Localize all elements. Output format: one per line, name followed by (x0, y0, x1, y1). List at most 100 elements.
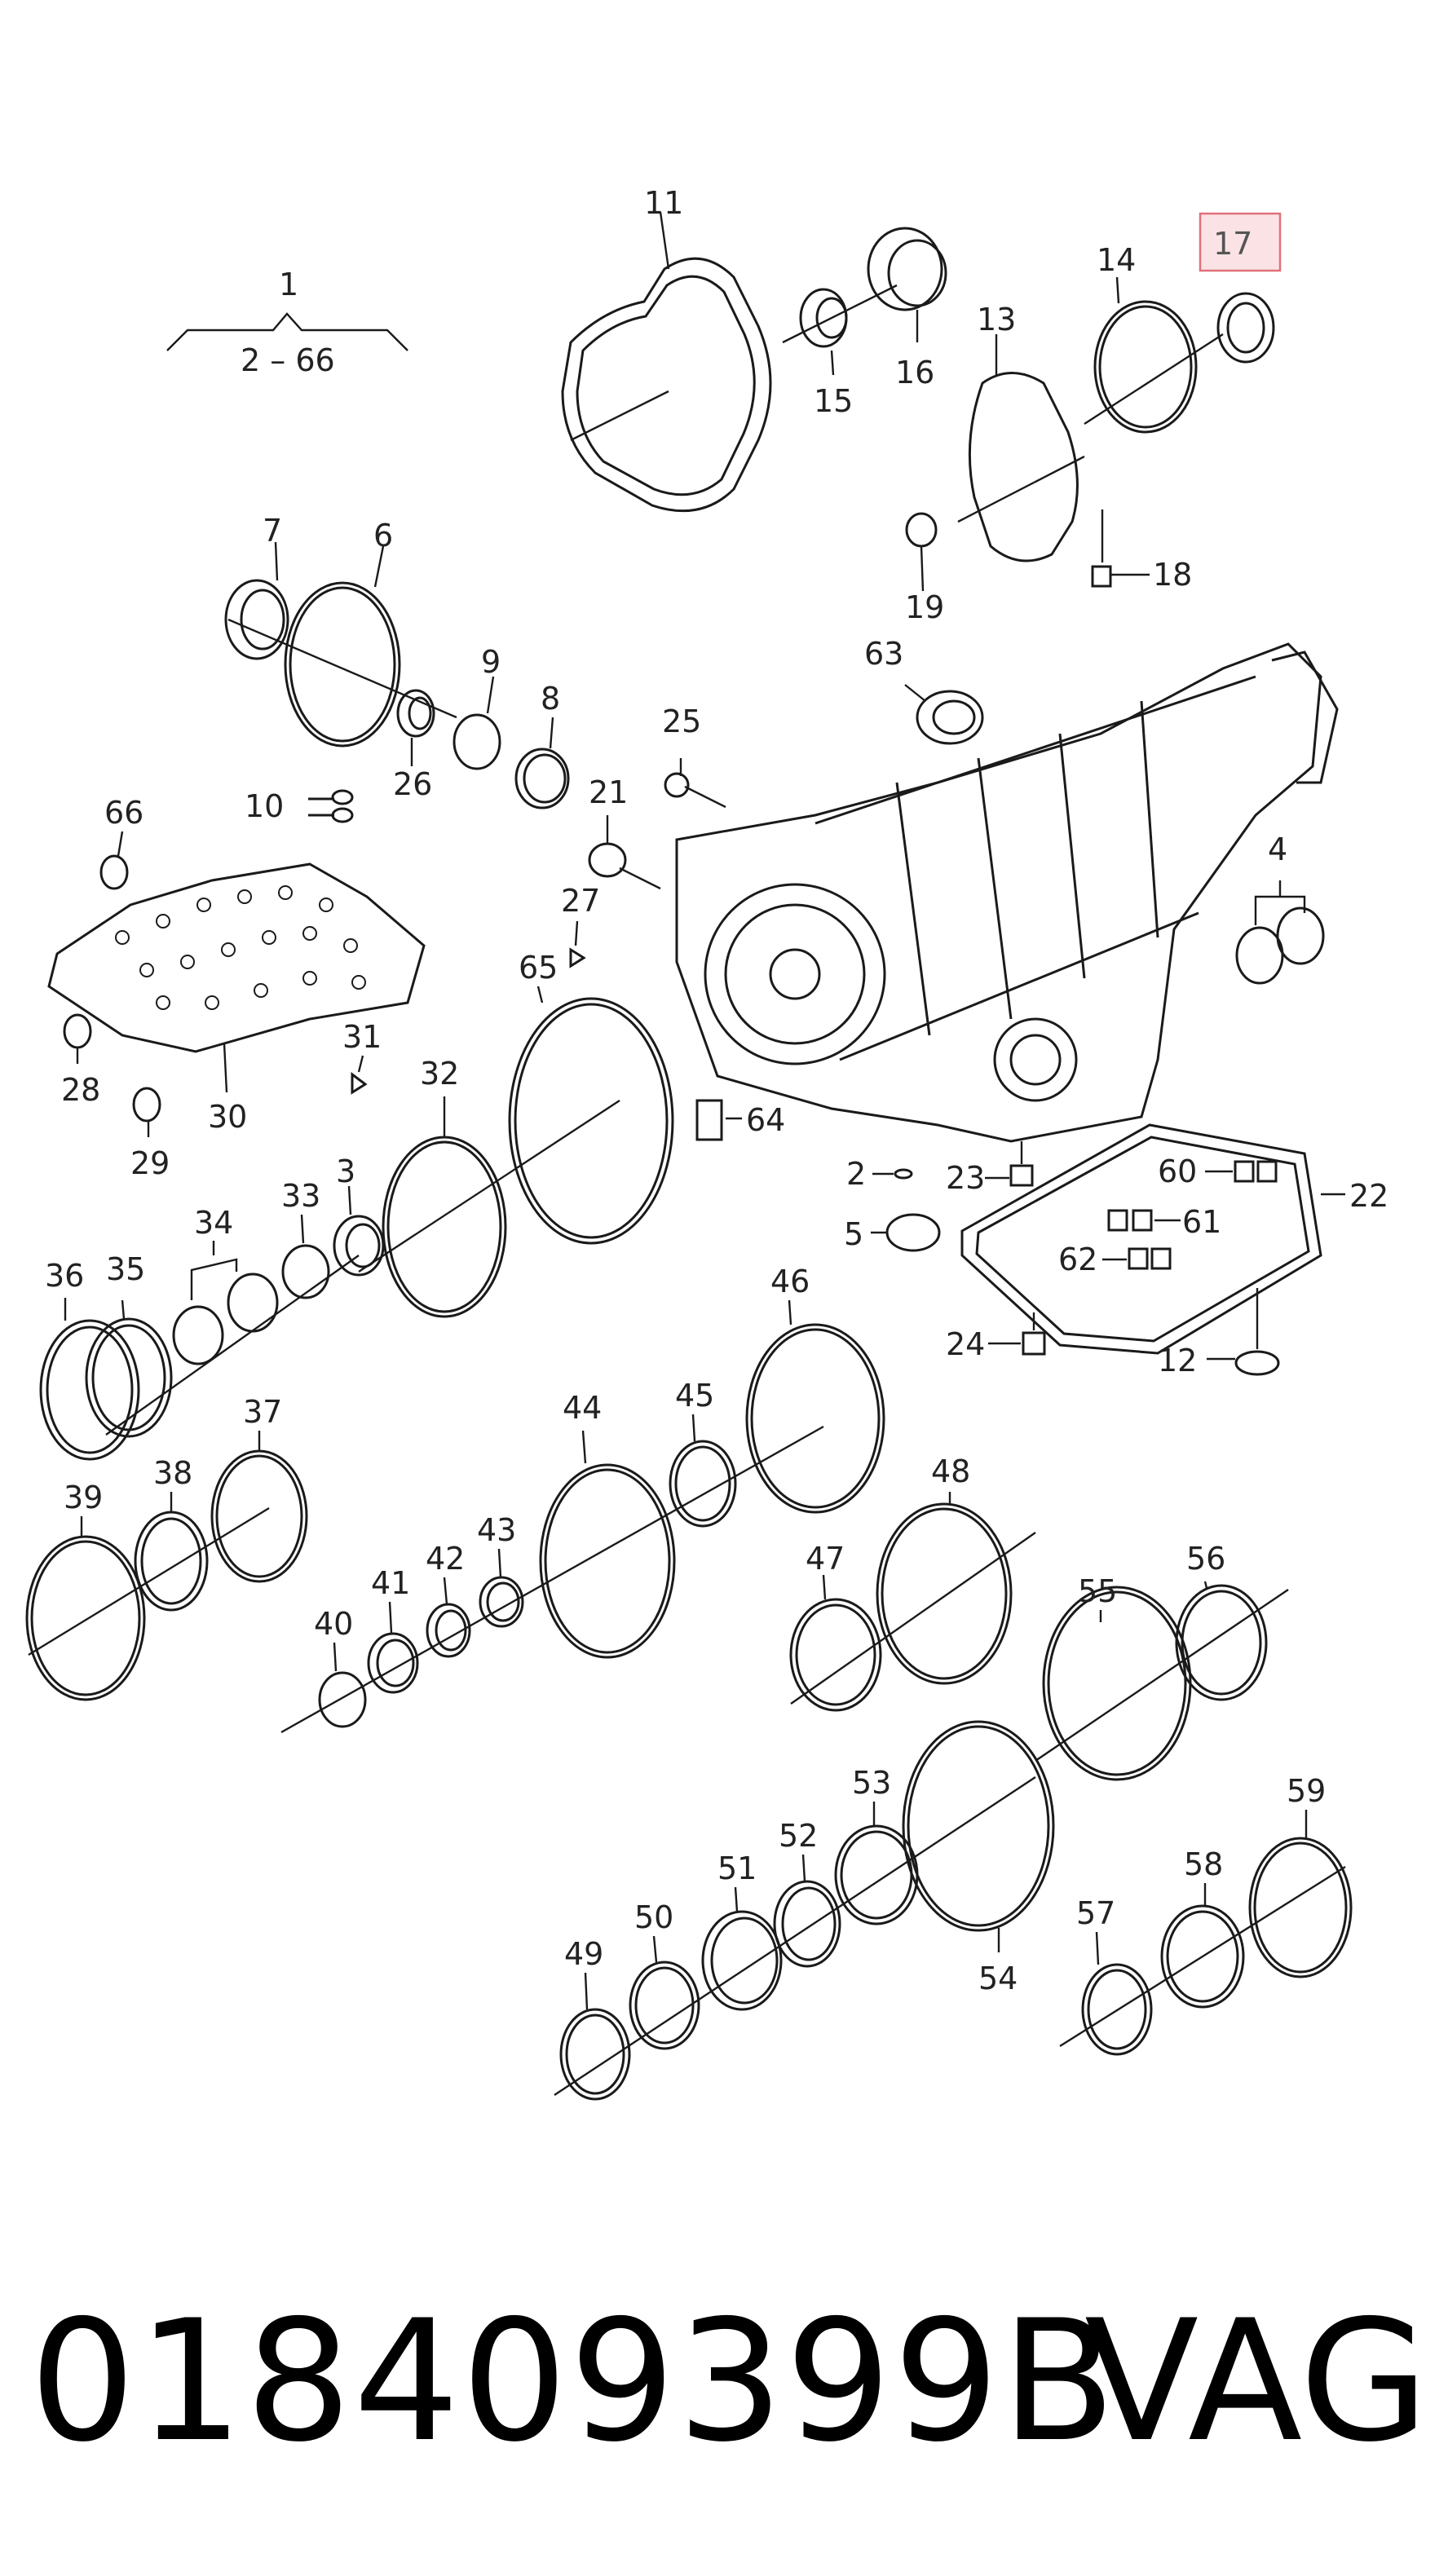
part-36-ring[interactable]: 36 (39, 1255, 360, 1461)
part-31-pin[interactable]: 31 (342, 1019, 382, 1095)
part-47-ring[interactable]: 47 (789, 1541, 882, 1712)
part-34-rings[interactable]: 34 (172, 1205, 279, 1365)
part-64-sleeve[interactable]: 64 (695, 1099, 785, 1141)
part-33-ring[interactable]: 33 (281, 1178, 330, 1299)
part-8-ring[interactable]: 8 (514, 681, 570, 809)
label-31: 31 (342, 1019, 382, 1055)
part-35-ring[interactable]: 35 (85, 1251, 173, 1438)
part-3-seal[interactable]: 3 (333, 1153, 385, 1277)
part-53-ring[interactable]: 53 (834, 1765, 919, 1925)
part-18-plug[interactable]: 18 (1091, 509, 1192, 593)
label-19: 19 (905, 589, 944, 625)
part-7-seal[interactable]: 7 (224, 513, 289, 660)
label-24: 24 (946, 1326, 985, 1362)
part-39-ring[interactable]: 39 (25, 1480, 270, 1701)
part-65-oring[interactable]: 65 (508, 950, 674, 1245)
label-15: 15 (814, 383, 853, 419)
part-63-seal[interactable]: 63 (864, 636, 984, 745)
part-57-ring[interactable]: 57 (1059, 1865, 1346, 2056)
part-28-clip[interactable]: 28 (61, 1013, 100, 1108)
label-21: 21 (589, 774, 628, 810)
label-54: 54 (978, 1961, 1018, 1996)
label-13: 13 (977, 302, 1016, 337)
part-26-seal[interactable]: 26 (393, 689, 435, 802)
part-2-washer[interactable]: 2 (846, 1156, 913, 1192)
part-13-gasket[interactable]: 13 (957, 302, 1085, 562)
part-12-seal[interactable]: 12 (1158, 1288, 1280, 1378)
part-4-rings[interactable]: 4 (1235, 831, 1325, 985)
part-23-plug[interactable]: 23 (946, 1141, 1034, 1196)
label-26: 26 (393, 766, 432, 802)
label-29: 29 (130, 1145, 170, 1181)
part-61-magnet[interactable]: 61 (1107, 1204, 1221, 1240)
part-56-ring[interactable]: 56 (1035, 1541, 1289, 1762)
part-19-plug[interactable]: 19 (905, 512, 944, 625)
part-32-oring[interactable]: 32 (358, 1056, 620, 1318)
part-51-ring[interactable]: 51 (701, 1850, 783, 2011)
part-10-bolt[interactable]: 10 (245, 788, 354, 824)
part-38-ring[interactable]: 38 (134, 1455, 209, 1612)
part-48-ring[interactable]: 48 (790, 1453, 1036, 1705)
label-30: 30 (208, 1099, 247, 1135)
part-55-ring[interactable]: 55 (1042, 1573, 1192, 1781)
label-52: 52 (779, 1818, 818, 1854)
label-64: 64 (746, 1102, 785, 1138)
label-18: 18 (1153, 557, 1192, 593)
part-59-ring[interactable]: 59 (1248, 1773, 1353, 1978)
label-65: 65 (519, 950, 558, 986)
label-1: 1 (279, 267, 298, 302)
label-28: 28 (61, 1072, 100, 1108)
part-number: 018409399B (29, 2285, 1118, 2479)
label-37: 37 (243, 1394, 282, 1430)
part-29-clip[interactable]: 29 (130, 1087, 170, 1181)
label-11: 11 (644, 185, 683, 221)
label-25: 25 (662, 704, 701, 739)
transmission-housing[interactable] (675, 642, 1339, 1143)
label-12: 12 (1158, 1343, 1197, 1378)
part-45-ring[interactable]: 45 (669, 1378, 737, 1528)
part-46-ring[interactable]: 46 (745, 1264, 885, 1514)
part-27-pin[interactable]: 27 (561, 883, 600, 968)
label-17: 17 (1213, 226, 1252, 262)
label-5: 5 (844, 1216, 863, 1252)
label-59: 59 (1287, 1773, 1326, 1809)
part-40-ring[interactable]: 40 (314, 1606, 367, 1728)
part-14-oring[interactable]: 14 (1084, 242, 1224, 434)
part-5-cap[interactable]: 5 (844, 1213, 941, 1252)
label-40: 40 (314, 1606, 353, 1642)
label-2: 2 (846, 1156, 866, 1192)
part-24-plug[interactable]: 24 (946, 1312, 1046, 1362)
part-21-plug[interactable]: 21 (588, 774, 661, 890)
part-52-ring[interactable]: 52 (773, 1818, 841, 1968)
part-49-ring[interactable]: 49 (554, 1775, 1036, 2101)
part-66-clip[interactable]: 66 (99, 795, 143, 890)
part-41-ring[interactable]: 41 (367, 1565, 419, 1694)
label-27: 27 (561, 883, 600, 919)
label-16: 16 (895, 355, 934, 390)
part-44-ring[interactable]: 44 (280, 1390, 824, 1734)
label-38: 38 (153, 1455, 192, 1491)
footer: 018409399B VAG (0, 2266, 1448, 2511)
part-37-ring[interactable]: 37 (210, 1394, 308, 1583)
part-22-oil-pan-gasket[interactable]: 22 (960, 1123, 1388, 1355)
brand-name: VAG (1084, 2285, 1429, 2479)
part-62-magnet[interactable]: 62 (1058, 1242, 1172, 1277)
part-54-ring[interactable]: 54 (902, 1720, 1055, 1996)
part-6-oring[interactable]: 6 (227, 518, 457, 748)
part-58-ring[interactable]: 58 (1160, 1846, 1245, 2009)
part-30-plate[interactable]: 30 (47, 862, 426, 1135)
part-16-seal[interactable]: 16 (867, 227, 947, 390)
label-39: 39 (64, 1480, 103, 1515)
part-17-seal[interactable]: 17 (1199, 212, 1282, 364)
part-15-seal[interactable]: 15 (782, 284, 898, 419)
part-43-ring[interactable]: 43 (477, 1512, 524, 1628)
label-42: 42 (426, 1541, 465, 1577)
part-9-ring[interactable]: 9 (452, 644, 501, 770)
part-25-bolt[interactable]: 25 (662, 704, 726, 809)
part-11-gasket[interactable]: 11 (561, 185, 772, 513)
part-42-ring[interactable]: 42 (426, 1541, 471, 1658)
part-60-magnet[interactable]: 60 (1158, 1153, 1278, 1189)
label-22: 22 (1349, 1178, 1388, 1214)
part-50-ring[interactable]: 50 (629, 1899, 700, 2050)
